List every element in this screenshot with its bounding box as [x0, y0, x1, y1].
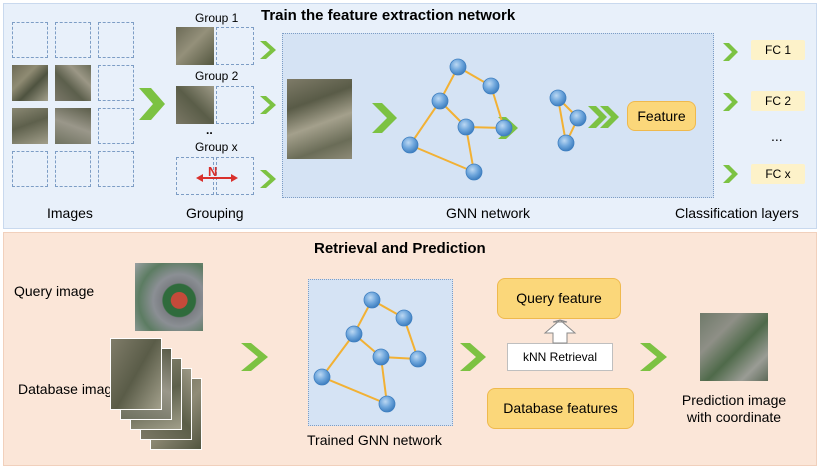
- graph-node: [557, 134, 575, 152]
- graph-node: [549, 89, 567, 107]
- arrow-fcx: [723, 165, 738, 183]
- graph-node: [569, 109, 587, 127]
- fc-layer-1: FC 1: [751, 40, 805, 60]
- arrow-image-to-gnn: [372, 103, 397, 133]
- group-x-label: Group x: [195, 140, 238, 154]
- arrow-group1: [260, 41, 276, 59]
- arrow-fc2: [723, 93, 738, 111]
- knn-retrieval-box: kNN Retrieval: [507, 343, 613, 371]
- aerial-image-tile: [12, 108, 48, 144]
- arrow-to-features: [460, 343, 486, 371]
- graph-node: [313, 368, 331, 386]
- graph-node: [363, 291, 381, 309]
- graph-node: [465, 163, 483, 181]
- arrow-small-2: [600, 106, 619, 128]
- graph-node: [378, 395, 396, 413]
- fc-ellipsis: ...: [771, 128, 783, 144]
- graph-node: [482, 77, 500, 95]
- aerial-image-tile: [55, 65, 91, 101]
- image-tile: [12, 151, 48, 187]
- fc-layer-x: FC x: [751, 164, 805, 184]
- classification-layers-label: Classification layers: [675, 205, 799, 221]
- knn-up-arrow-icon: [543, 319, 577, 344]
- trained-gnn-label: Trained GNN network: [307, 432, 442, 448]
- flow-arrows: [139, 41, 738, 371]
- database-images-label: Database images: [18, 381, 127, 397]
- group-2-empty-tile: [216, 86, 254, 124]
- arrow-to-trained-gnn: [241, 343, 268, 371]
- arrow-fc1: [723, 43, 738, 61]
- prediction-aerial-image: [700, 313, 768, 381]
- group-1-image: [176, 27, 214, 65]
- image-tile: [98, 108, 134, 144]
- image-tile: [12, 22, 48, 58]
- query-feature-box: Query feature: [497, 278, 621, 319]
- query-image-label: Query image: [14, 283, 95, 299]
- feature-box: Feature: [627, 101, 696, 131]
- arrow-small-1: [588, 106, 607, 128]
- north-letter: N: [208, 164, 218, 179]
- graph-node: [395, 309, 413, 327]
- group-ellipsis: ..: [206, 123, 213, 137]
- graph-node: [401, 136, 419, 154]
- group-2-label: Group 2: [195, 69, 239, 83]
- group-1-label: Group 1: [195, 11, 239, 25]
- graph-node: [431, 92, 449, 110]
- images-label: Images: [47, 205, 93, 221]
- trained-gnn-nodes: [313, 291, 427, 413]
- graph-node: [345, 325, 363, 343]
- graph-node: [449, 58, 467, 76]
- group-x-tile-2: [216, 157, 254, 195]
- arrow-groupx: [260, 170, 276, 188]
- image-tile: [55, 22, 91, 58]
- graph-node: [409, 350, 427, 368]
- graph-node: [495, 119, 513, 137]
- group-1-empty-tile: [216, 27, 254, 65]
- arrow-group2: [260, 96, 276, 114]
- prediction-label: Prediction image with coordinate: [681, 392, 787, 425]
- query-aerial-image: [135, 263, 203, 331]
- training-title: Train the feature extraction network: [261, 7, 516, 24]
- database-image: [110, 338, 162, 410]
- north-arrow-icon: [196, 174, 238, 182]
- gnn-graph-nodes: [401, 58, 587, 181]
- input-aerial-image: [287, 79, 352, 159]
- aerial-image-tile: [55, 108, 91, 144]
- image-tile: [55, 151, 91, 187]
- aerial-image-tile: [12, 65, 48, 101]
- gnn-network-label: GNN network: [446, 205, 531, 221]
- retrieval-title: Retrieval and Prediction: [314, 240, 486, 257]
- group-2-image: [176, 86, 214, 124]
- image-tile: [98, 65, 134, 101]
- graph-node: [372, 348, 390, 366]
- group-x-tile-1: [176, 157, 214, 195]
- image-tile: [98, 22, 134, 58]
- database-features-box: Database features: [487, 388, 634, 429]
- grouping-label: Grouping: [186, 205, 244, 221]
- image-tile: [98, 151, 134, 187]
- arrow-images-to-grouping: [139, 88, 165, 120]
- graph-node: [457, 118, 475, 136]
- fc-layer-2: FC 2: [751, 91, 805, 111]
- arrow-to-prediction: [640, 343, 667, 371]
